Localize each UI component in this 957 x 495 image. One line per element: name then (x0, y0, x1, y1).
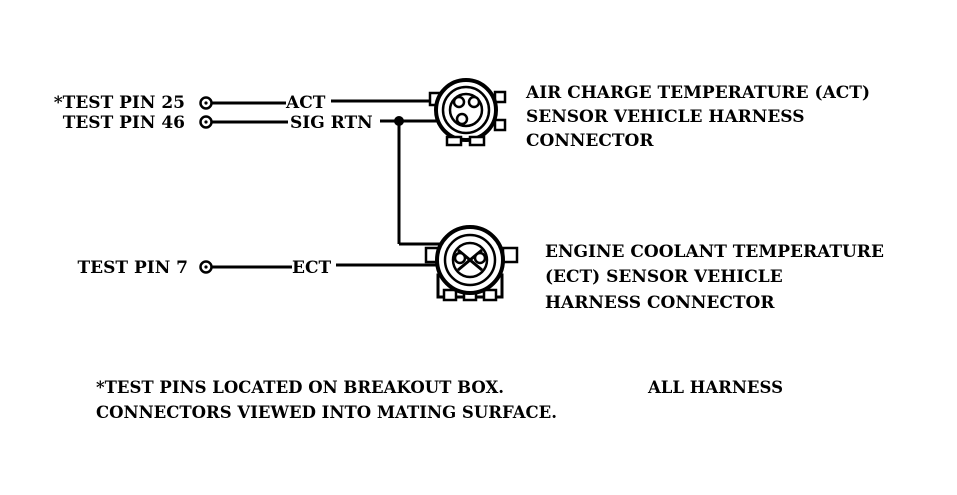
act-sensor-label-line1: AIR CHARGE TEMPERATURE (ACT) (525, 83, 870, 103)
ect-sensor-label-line1: ENGINE COOLANT TEMPERATURE (545, 242, 884, 262)
act-sensor-label-line2: SENSOR VEHICLE HARNESS (526, 107, 804, 127)
test-pin-25-label: *TEST PIN 25 (54, 93, 185, 113)
act-wire-label: ACT (285, 93, 326, 113)
ect-connector-icon (424, 225, 519, 302)
test-pin-46-label: TEST PIN 46 (63, 113, 185, 133)
ect-wire (212, 263, 436, 269)
test-pin-7-terminal (199, 260, 213, 274)
act-wire (212, 99, 452, 105)
test-pin-25-terminal (199, 96, 213, 110)
act-sensor-label-line3: CONNECTOR (526, 131, 654, 151)
ect-wire-label: ECT (292, 258, 331, 278)
footnote-line2: CONNECTORS VIEWED INTO MATING SURFACE. (96, 403, 557, 422)
test-pin-7-label: TEST PIN 7 (78, 258, 188, 278)
test-pin-46-terminal (199, 115, 213, 129)
sig-rtn-wire-label: SIG RTN (290, 113, 373, 133)
sig-rtn-wire (212, 116, 452, 246)
footnote-line1-right: ALL HARNESS (647, 378, 783, 397)
ect-sensor-label-line3: HARNESS CONNECTOR (545, 293, 775, 313)
footnote-line1-left: *TEST PINS LOCATED ON BREAKOUT BOX. (96, 378, 504, 397)
act-connector-icon (428, 78, 507, 147)
ect-sensor-label-line2: (ECT) SENSOR VEHICLE (545, 267, 783, 287)
